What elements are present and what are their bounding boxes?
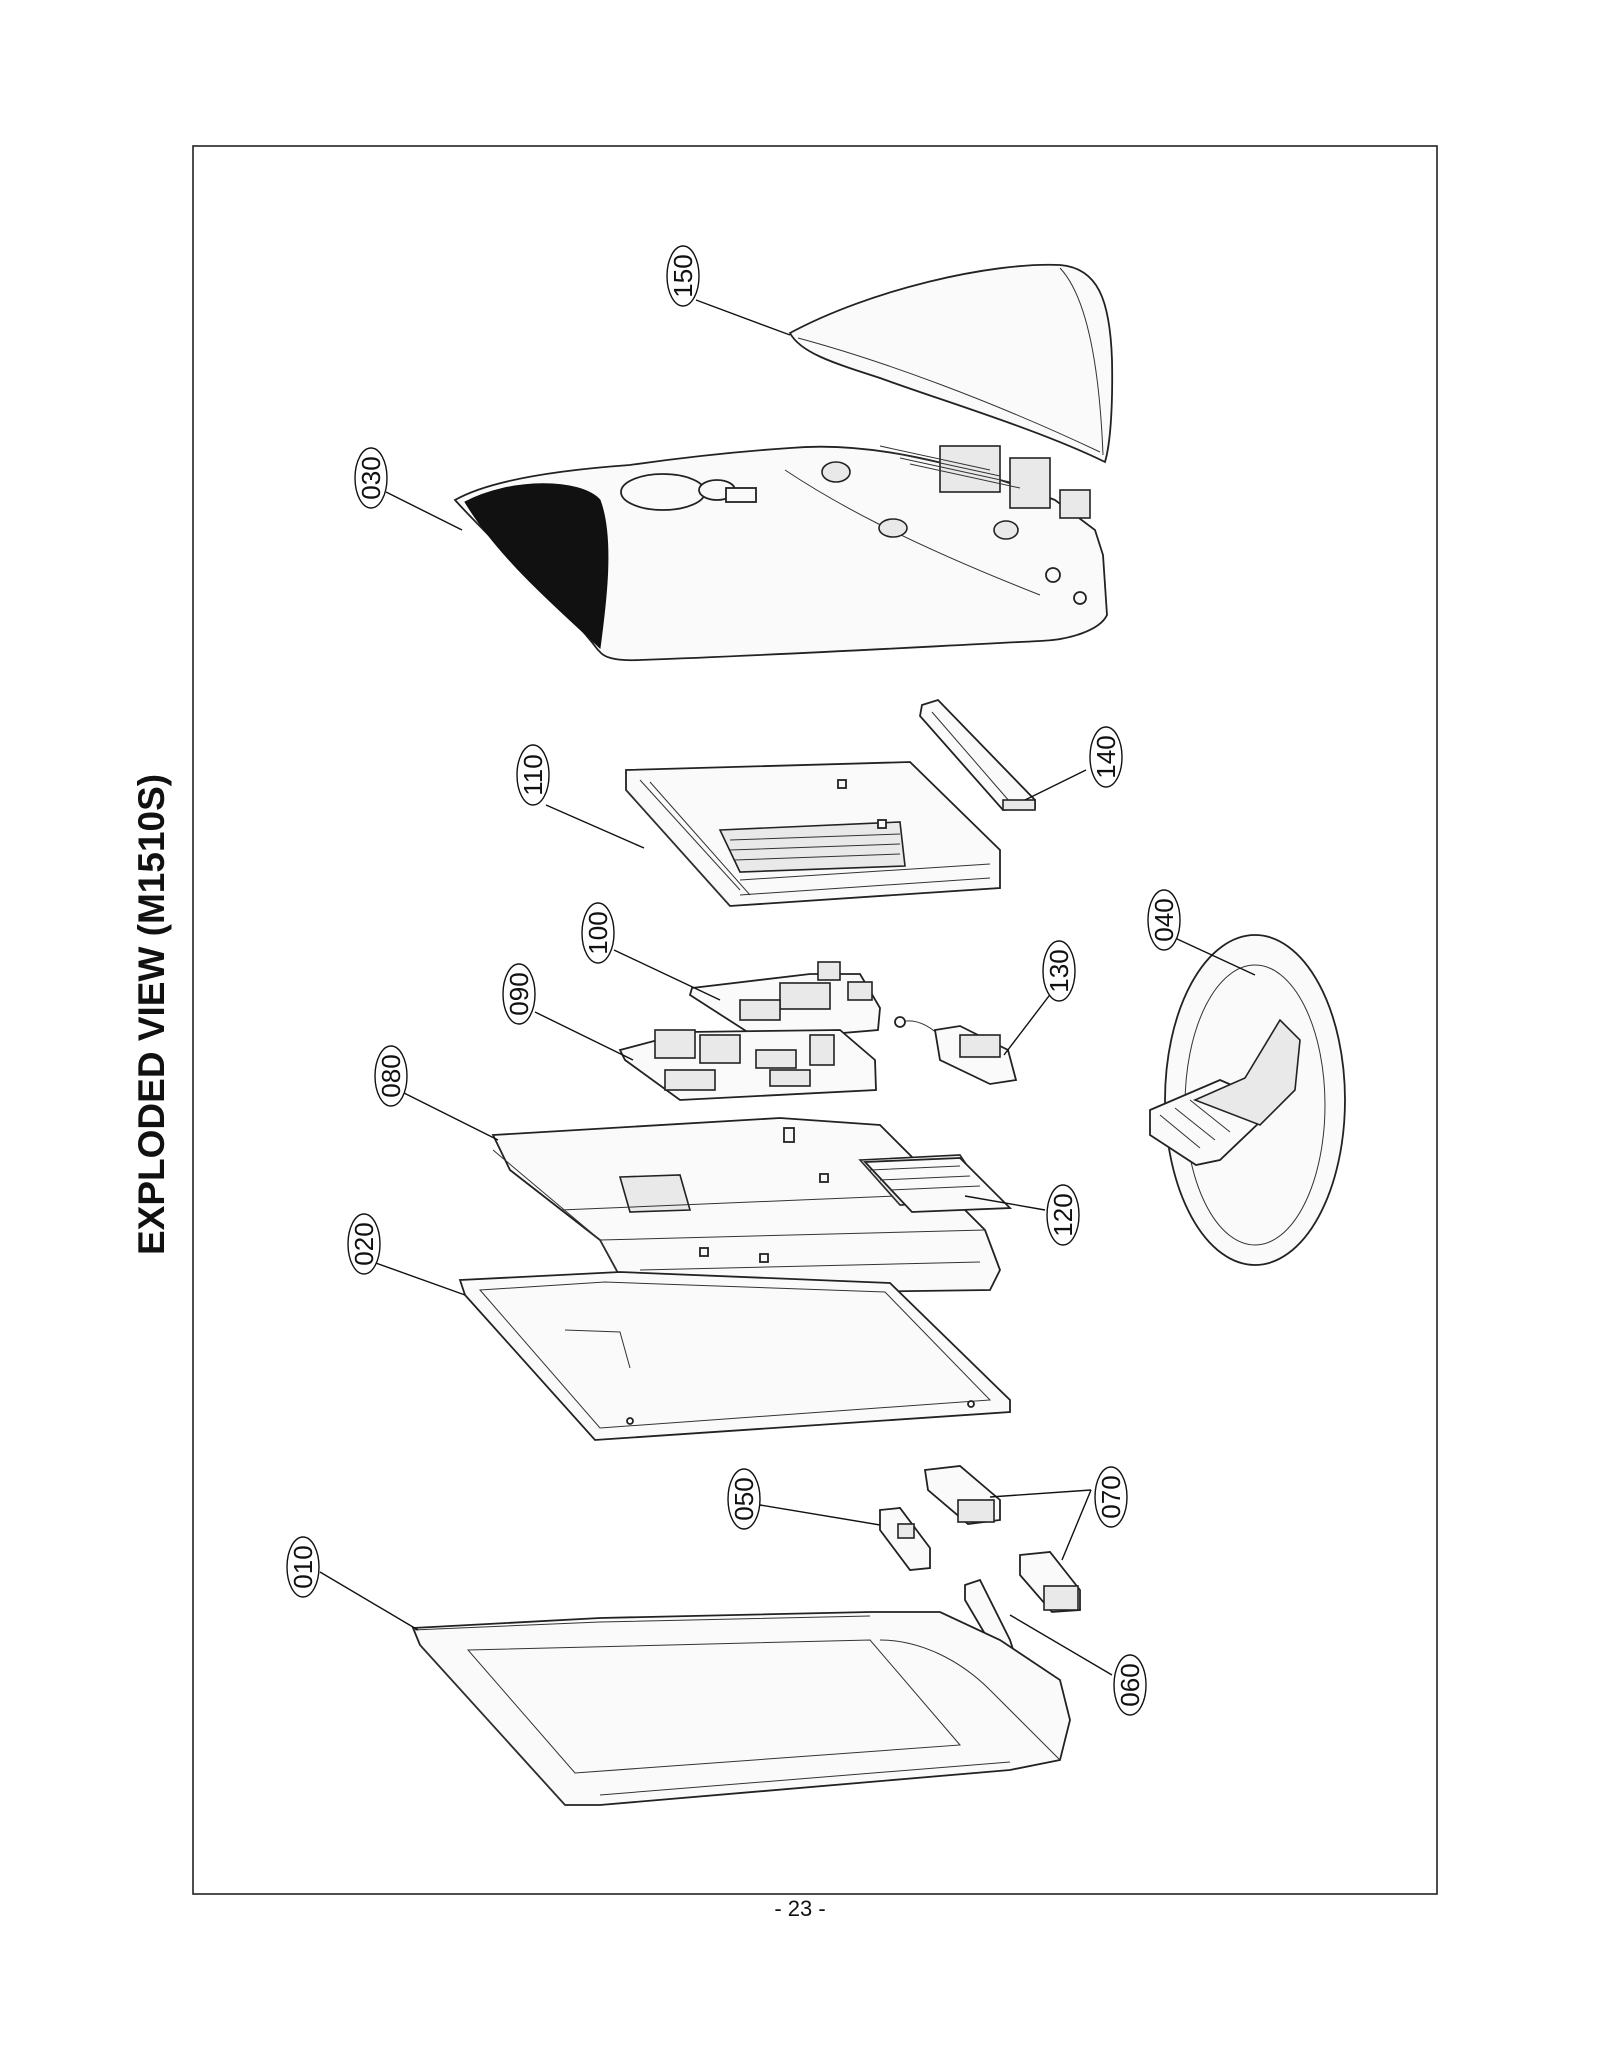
callout-010: 010 xyxy=(286,1536,320,1598)
part-020-lcd-panel xyxy=(458,1271,1011,1441)
part-050-button-board xyxy=(879,1507,931,1571)
svg-text:090: 090 xyxy=(504,972,534,1015)
svg-text:050: 050 xyxy=(729,1477,759,1520)
part-130-switch-bracket xyxy=(894,1016,1018,1085)
part-010-front-bezel xyxy=(411,1611,1071,1806)
drawing-frame xyxy=(192,145,1438,1895)
callout-100: 100 xyxy=(581,902,615,964)
callout-080: 080 xyxy=(374,1045,408,1107)
svg-text:020: 020 xyxy=(349,1222,379,1265)
svg-text:140: 140 xyxy=(1091,735,1121,778)
part-040-stand xyxy=(1149,934,1346,1266)
callout-090: 090 xyxy=(502,963,536,1025)
svg-text:150: 150 xyxy=(668,254,698,297)
part-090-power-board xyxy=(618,1029,877,1101)
callout-060: 060 xyxy=(1113,1654,1147,1716)
part-070-speaker-lower xyxy=(1019,1551,1081,1613)
part-030-rear-housing xyxy=(453,445,1108,662)
callout-120: 120 xyxy=(1046,1184,1080,1246)
callout-020: 020 xyxy=(347,1213,381,1275)
callout-140: 140 xyxy=(1089,726,1123,788)
svg-text:120: 120 xyxy=(1048,1193,1078,1236)
part-110-shield-case xyxy=(625,761,1001,907)
leader-lines xyxy=(319,299,1256,1676)
part-120-plate xyxy=(862,1157,1013,1213)
callout-070: 070 xyxy=(1094,1466,1128,1528)
callout-030: 030 xyxy=(354,447,388,509)
callout-150: 150 xyxy=(666,245,700,307)
svg-text:100: 100 xyxy=(583,911,613,954)
svg-text:060: 060 xyxy=(1115,1663,1145,1706)
svg-text:030: 030 xyxy=(356,456,386,499)
part-150-back-cover xyxy=(788,263,1114,464)
part-070-speaker-upper xyxy=(923,1465,1001,1525)
page-number: - 23 - xyxy=(774,1896,826,1921)
svg-text:080: 080 xyxy=(376,1054,406,1097)
svg-text:110: 110 xyxy=(518,754,548,795)
svg-text:070: 070 xyxy=(1096,1475,1126,1518)
callout-050: 050 xyxy=(727,1468,761,1530)
svg-text:130: 130 xyxy=(1044,949,1074,992)
part-100-main-board xyxy=(688,961,881,1041)
part-140-bracket xyxy=(919,698,1036,811)
svg-text:010: 010 xyxy=(288,1545,318,1588)
svg-text:040: 040 xyxy=(1149,898,1179,941)
callout-130: 130 xyxy=(1042,940,1076,1002)
callout-040: 040 xyxy=(1147,889,1181,951)
callout-110: 110 xyxy=(516,744,550,806)
page-title: EXPLODED VIEW (M1510S) xyxy=(131,774,172,1255)
